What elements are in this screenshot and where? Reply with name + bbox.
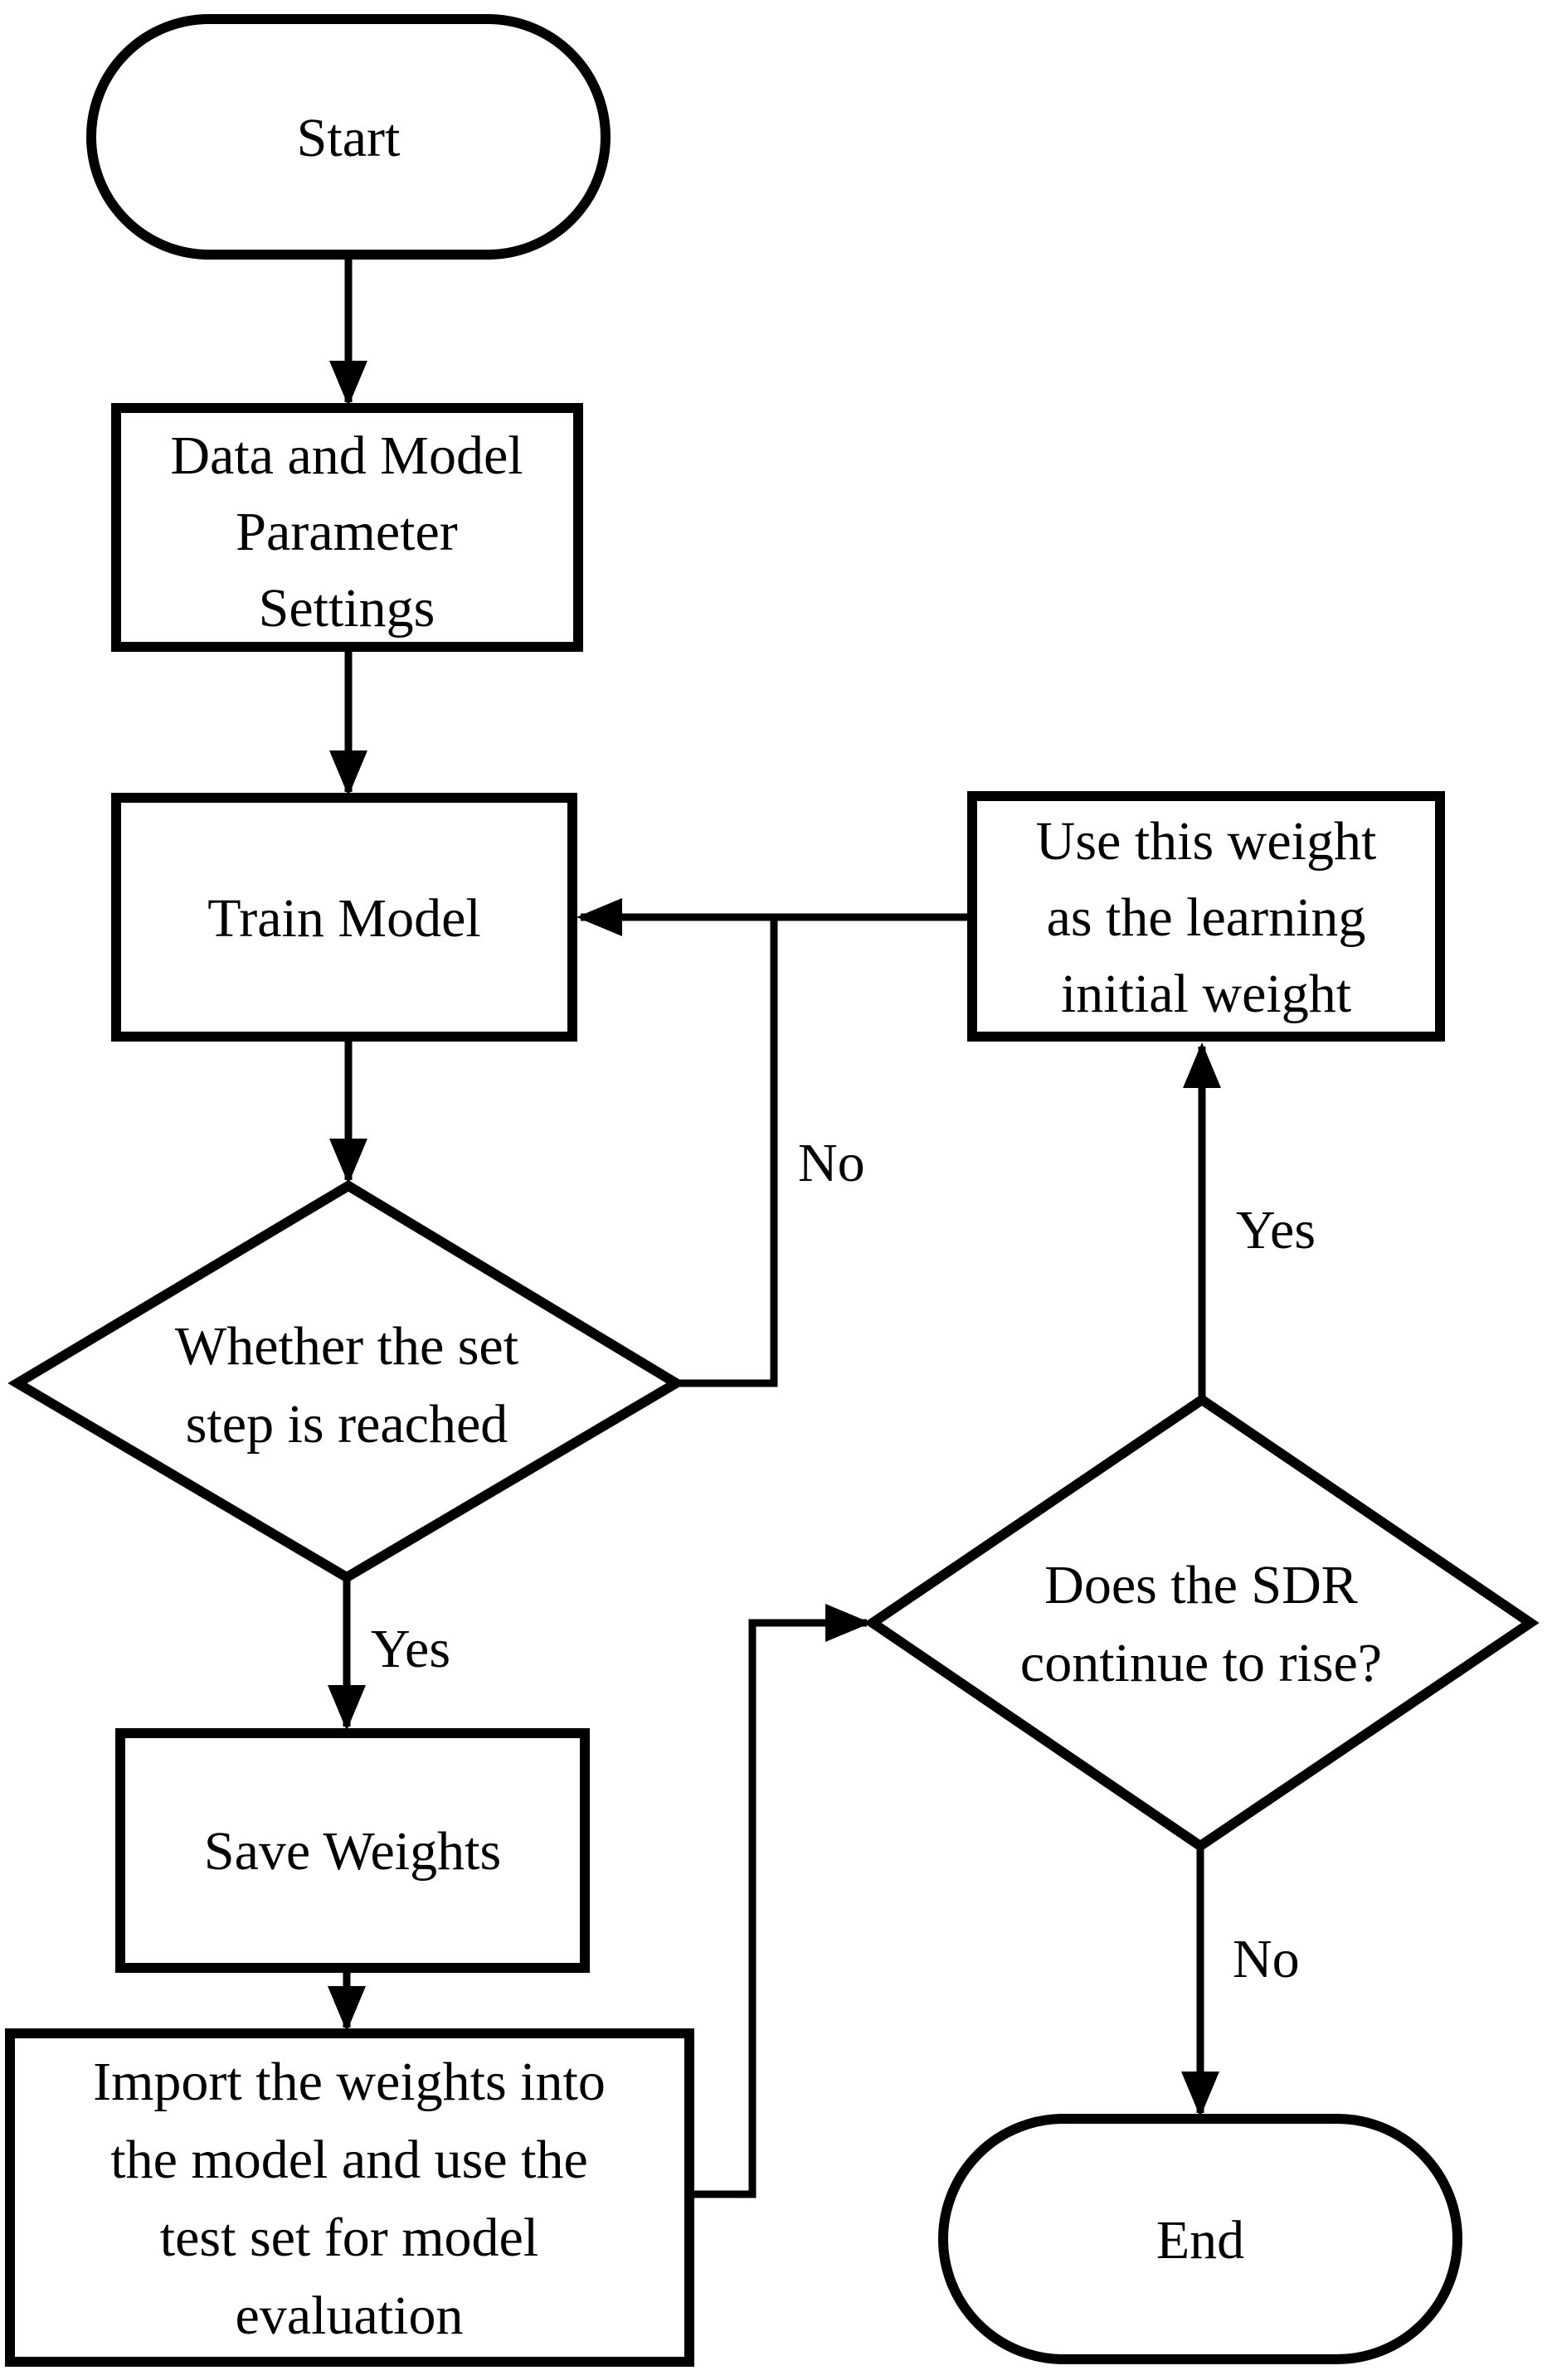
edge-labels: No Yes Yes No bbox=[371, 1133, 1316, 1989]
import-evaluate-label-line2: the model and use the bbox=[110, 2130, 588, 2190]
use-weight-label-line3: initial weight bbox=[1061, 964, 1351, 1024]
use-weight-label-line1: Use this weight bbox=[1036, 811, 1377, 872]
end-label: End bbox=[1156, 2210, 1244, 2271]
use-weight-process-shape bbox=[967, 791, 1445, 1042]
data-settings-label-line1: Data and Model bbox=[170, 425, 523, 486]
step-reached-label-line1: Whether the set bbox=[175, 1316, 518, 1377]
end-terminator-shape bbox=[938, 2114, 1462, 2364]
import-evaluate-label-line3: test set for model bbox=[160, 2208, 538, 2268]
data-settings-label-line2: Parameter bbox=[236, 502, 458, 562]
node-data-settings: Data and Model Parameter Settings bbox=[111, 403, 583, 652]
node-train-model: Train Model bbox=[111, 793, 577, 1042]
node-start: Start bbox=[86, 14, 611, 260]
sdr-rise-label-line1: Does the SDR bbox=[1044, 1555, 1358, 1615]
step-reached-label-line2: step is reached bbox=[186, 1394, 508, 1455]
edge-import-to-sdr-decision bbox=[689, 1604, 871, 2198]
edges bbox=[328, 255, 1221, 2198]
node-use-weight: Use this weight as the learning initial … bbox=[967, 791, 1445, 1042]
sdr-rise-label-line2: continue to rise? bbox=[1020, 1633, 1382, 1693]
save-weights-process-shape bbox=[115, 1728, 590, 1973]
data-settings-label-line3: Settings bbox=[259, 578, 435, 639]
import-evaluate-process-shape bbox=[5, 2028, 694, 2367]
import-evaluate-label-line1: Import the weights into bbox=[93, 2052, 606, 2112]
edge-step-decision-no-return bbox=[676, 917, 778, 1387]
save-weights-label: Save Weights bbox=[204, 1821, 501, 1882]
use-weight-label-line2: as the learning bbox=[1047, 887, 1366, 948]
edge-label-yes-sdr: Yes bbox=[1236, 1200, 1316, 1260]
import-evaluate-label-line4: evaluation bbox=[236, 2285, 464, 2346]
train-model-process-shape bbox=[111, 793, 577, 1042]
node-import-evaluate: Import the weights into the model and us… bbox=[5, 2028, 694, 2367]
step-reached-decision-shape bbox=[7, 1180, 686, 1583]
edge-label-yes-step: Yes bbox=[371, 1619, 450, 1679]
node-sdr-rise-decision: Does the SDR continue to rise? bbox=[864, 1393, 1540, 1853]
sdr-rise-decision-shape bbox=[864, 1393, 1540, 1853]
train-model-label: Train Model bbox=[207, 888, 480, 949]
node-step-reached-decision: Whether the set step is reached bbox=[7, 1180, 686, 1583]
edge-label-no-sdr: No bbox=[1233, 1929, 1300, 1989]
start-label: Start bbox=[297, 108, 401, 168]
edge-label-no-step: No bbox=[798, 1133, 865, 1193]
node-end: End bbox=[938, 2114, 1462, 2364]
node-save-weights: Save Weights bbox=[115, 1728, 590, 1973]
data-settings-process-shape bbox=[111, 403, 583, 652]
start-terminator-shape bbox=[86, 14, 611, 260]
